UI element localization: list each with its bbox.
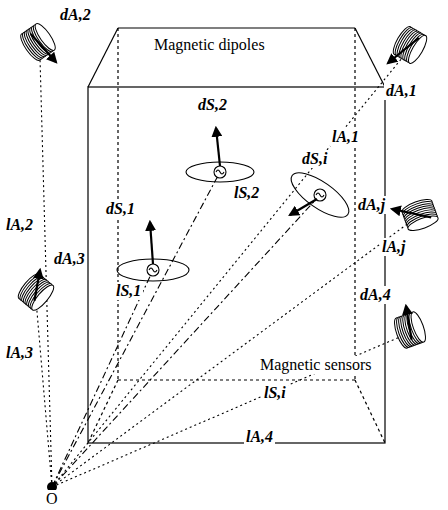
vector-label: dS,i [300,150,329,168]
coil-axis-arrow [34,270,40,301]
vector-label: lS,2 [232,184,261,202]
vector-label: dS,2 [196,96,229,114]
coil-axis-arrow [406,306,412,340]
vector-label: dS,1 [104,200,137,218]
vector-label: lA,3 [4,344,35,362]
vector-label: lS,1 [114,282,143,300]
vector-label: dA,1 [384,82,419,100]
vector-label: lA,4 [244,428,275,446]
vector-label: lA,1 [330,128,361,146]
position-lines [36,58,410,487]
coil-axis-arrow [31,34,56,62]
sensor-coils [15,21,440,350]
dipoles [117,128,355,281]
coil [15,271,57,313]
coil [18,21,59,63]
origin-label: O [44,490,60,508]
vector-label: lA,2 [4,216,35,234]
coil-axis-arrow [392,209,431,217]
vector-label: dA,4 [358,286,393,304]
vector-label: dA,3 [52,250,87,268]
vector-label: lS,i [262,384,288,402]
vector-label: dA,j [356,196,387,214]
vector-label: lA,j [380,238,408,256]
region-label: Magnetic dipoles [152,36,267,54]
coil-axis-arrow [388,38,419,63]
vector-label: dA,2 [58,6,93,24]
region-label: Magnetic sensors [258,356,374,374]
cube [88,28,385,443]
